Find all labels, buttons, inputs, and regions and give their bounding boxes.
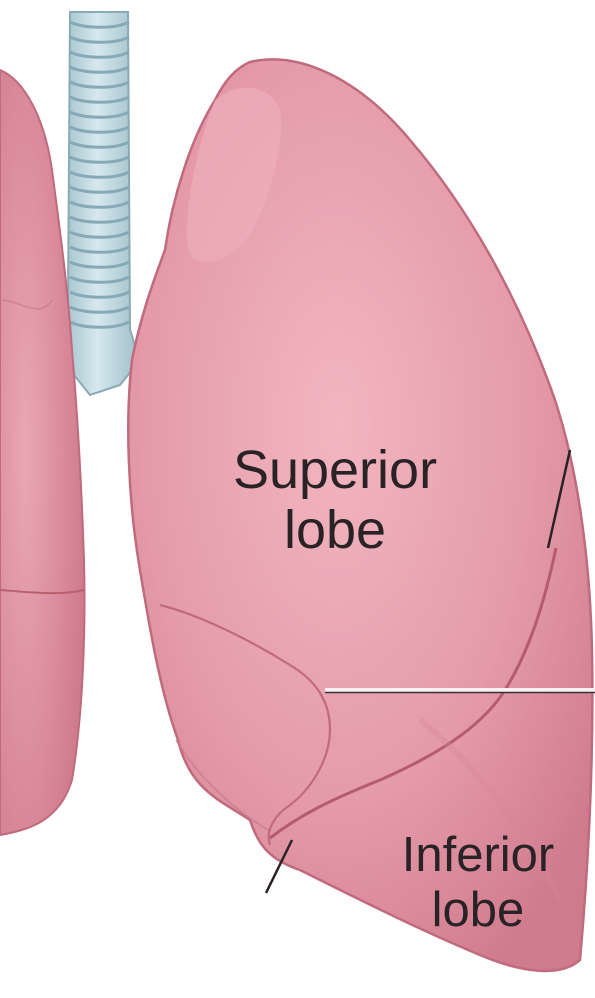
trachea — [62, 12, 140, 395]
inferior-lobe-label-line-2: lobe — [368, 883, 588, 938]
superior-lobe-label-line-1: Superior — [205, 440, 465, 500]
superior-lobe-label-line-2: lobe — [205, 500, 465, 560]
inferior-lobe-label-line-1: Inferior — [368, 828, 588, 883]
inferior-lobe-label: Inferior lobe — [368, 828, 588, 938]
superior-lobe-label: Superior lobe — [205, 440, 465, 561]
